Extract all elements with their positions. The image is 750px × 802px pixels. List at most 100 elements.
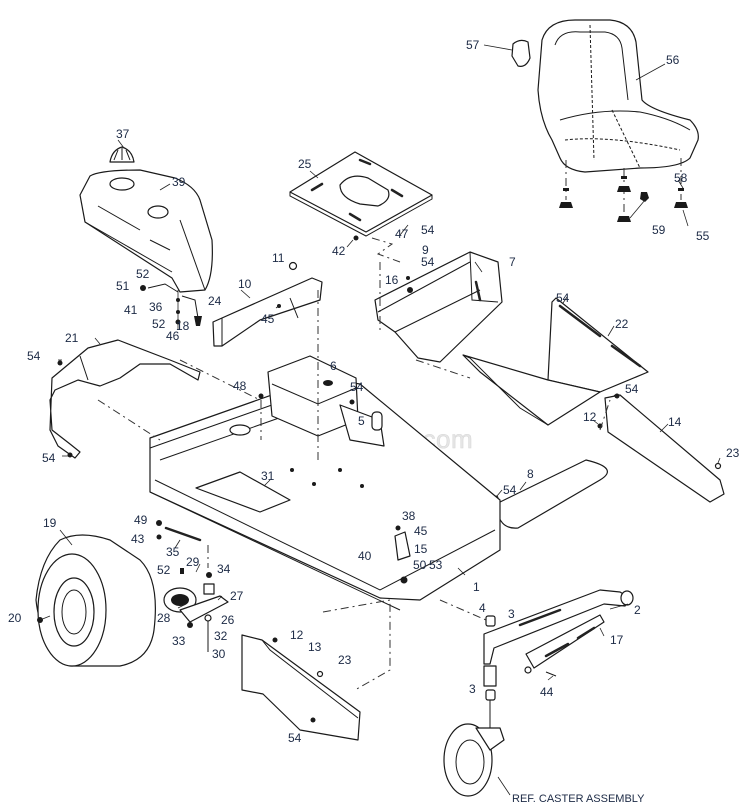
callout-36[interactable]: 36 — [149, 300, 163, 314]
callout-51[interactable]: 51 — [116, 279, 130, 293]
callout-31[interactable]: 31 — [261, 469, 275, 483]
callout-30[interactable]: 30 — [212, 647, 226, 661]
callout-43[interactable]: 43 — [131, 532, 145, 546]
callout-54-f[interactable]: 54 — [556, 291, 570, 305]
caster-bearings — [483, 615, 497, 730]
callout-42[interactable]: 42 — [332, 244, 346, 258]
callout-8[interactable]: 8 — [527, 467, 534, 481]
idler-assembly[interactable] — [156, 520, 229, 652]
callout-25[interactable]: 25 — [298, 157, 312, 171]
callout-49[interactable]: 49 — [134, 513, 148, 527]
callout-53[interactable]: 53 — [429, 558, 443, 572]
callout-54-d[interactable]: 54 — [42, 451, 56, 465]
callout-23-a[interactable]: 23 — [726, 446, 740, 460]
caster-wheel[interactable] — [443, 723, 505, 797]
callout-12-b[interactable]: 12 — [290, 628, 304, 642]
callout-55[interactable]: 55 — [696, 229, 710, 243]
seat-mount-panel[interactable] — [374, 251, 503, 363]
callout-26[interactable]: 26 — [221, 613, 235, 627]
footrest[interactable] — [462, 297, 649, 426]
callout-20[interactable]: 20 — [8, 611, 22, 625]
fuel-tank[interactable] — [79, 169, 213, 293]
callout-13[interactable]: 13 — [308, 640, 322, 654]
tank-bracket[interactable] — [212, 261, 323, 347]
callout-37[interactable]: 37 — [116, 127, 130, 141]
callout-28[interactable]: 28 — [157, 611, 171, 625]
callout-59[interactable]: 59 — [652, 223, 666, 237]
seat-plate[interactable] — [289, 151, 433, 237]
callout-47[interactable]: 47 — [395, 227, 409, 241]
callout-18[interactable]: 18 — [176, 319, 190, 333]
callout-19[interactable]: 19 — [43, 516, 57, 530]
callout-22[interactable]: 22 — [615, 317, 629, 331]
caster-assembly-note[interactable]: REF. CASTER ASSEMBLY — [512, 793, 645, 802]
callout-10[interactable]: 10 — [238, 277, 252, 291]
grommet[interactable] — [371, 411, 383, 431]
callout-52-a[interactable]: 52 — [136, 267, 150, 281]
plug[interactable] — [323, 380, 333, 386]
callout-38[interactable]: 38 — [402, 509, 416, 523]
callout-54-c[interactable]: 54 — [27, 349, 41, 363]
seat-pad[interactable] — [511, 39, 531, 67]
callout-11[interactable]: 11 — [272, 251, 285, 265]
callout-50[interactable]: 50 — [413, 558, 427, 572]
callout-24[interactable]: 24 — [208, 294, 222, 308]
callout-44[interactable]: 44 — [540, 685, 554, 699]
callout-23-b[interactable]: 23 — [338, 653, 352, 667]
callout-46[interactable]: 46 — [166, 329, 180, 343]
bolt-48 — [258, 393, 264, 399]
callout-57[interactable]: 57 — [466, 38, 480, 52]
seat-hardware — [559, 158, 688, 222]
front-axle[interactable] — [483, 589, 634, 665]
seat[interactable] — [537, 19, 699, 173]
callout-2[interactable]: 2 — [634, 603, 641, 617]
callout-6[interactable]: 6 — [330, 359, 337, 373]
callout-52-c[interactable]: 52 — [157, 563, 171, 577]
rear-guard[interactable] — [49, 339, 201, 459]
callout-54-e[interactable]: 54 — [350, 380, 364, 394]
callout-33[interactable]: 33 — [172, 634, 186, 648]
plate-nut — [353, 235, 359, 241]
callout-9[interactable]: 9 — [422, 243, 429, 257]
callout-48[interactable]: 48 — [233, 379, 247, 393]
side-panel-left[interactable] — [241, 599, 391, 741]
callout-54-a[interactable]: 54 — [421, 223, 435, 237]
callout-54-i[interactable]: 54 — [288, 731, 302, 745]
axle-cover[interactable] — [524, 614, 605, 677]
callout-16[interactable]: 16 — [385, 273, 399, 287]
callout-5[interactable]: 5 — [358, 414, 365, 428]
callout-54-g[interactable]: 54 — [625, 382, 639, 396]
callout-4[interactable]: 4 — [479, 601, 486, 615]
callout-labels: 57 56 58 59 55 37 39 25 42 47 54 9 54 16… — [8, 38, 740, 802]
callout-29[interactable]: 29 — [186, 555, 200, 569]
callout-54-b[interactable]: 54 — [421, 255, 435, 269]
callout-34[interactable]: 34 — [217, 562, 231, 576]
callout-17[interactable]: 17 — [610, 633, 624, 647]
callout-3-b[interactable]: 3 — [469, 682, 476, 696]
callout-35[interactable]: 35 — [166, 545, 180, 559]
callout-58[interactable]: 58 — [674, 171, 688, 185]
rear-tire[interactable] — [35, 534, 156, 667]
callout-40[interactable]: 40 — [358, 549, 372, 563]
callout-1[interactable]: 1 — [473, 580, 480, 594]
callout-3-a[interactable]: 3 — [508, 607, 515, 621]
callout-7[interactable]: 7 — [509, 255, 516, 269]
fuel-cap[interactable] — [109, 146, 135, 163]
callout-27[interactable]: 27 — [230, 589, 244, 603]
side-panel-right[interactable] — [597, 393, 725, 503]
callout-21[interactable]: 21 — [65, 331, 79, 345]
frame[interactable] — [149, 355, 501, 611]
callout-12-a[interactable]: 12 — [583, 410, 597, 424]
callout-15[interactable]: 15 — [414, 542, 428, 556]
callout-54-h[interactable]: 54 — [503, 483, 517, 497]
fuel-hardware — [140, 283, 202, 330]
callout-14[interactable]: 14 — [668, 415, 682, 429]
callout-52-b[interactable]: 52 — [152, 317, 166, 331]
callout-45-b[interactable]: 45 — [414, 524, 428, 538]
callout-56[interactable]: 56 — [666, 53, 680, 67]
callout-41[interactable]: 41 — [124, 303, 138, 317]
callout-32[interactable]: 32 — [214, 629, 228, 643]
callout-39[interactable]: 39 — [172, 175, 186, 189]
callout-45-a[interactable]: 45 — [261, 312, 275, 326]
